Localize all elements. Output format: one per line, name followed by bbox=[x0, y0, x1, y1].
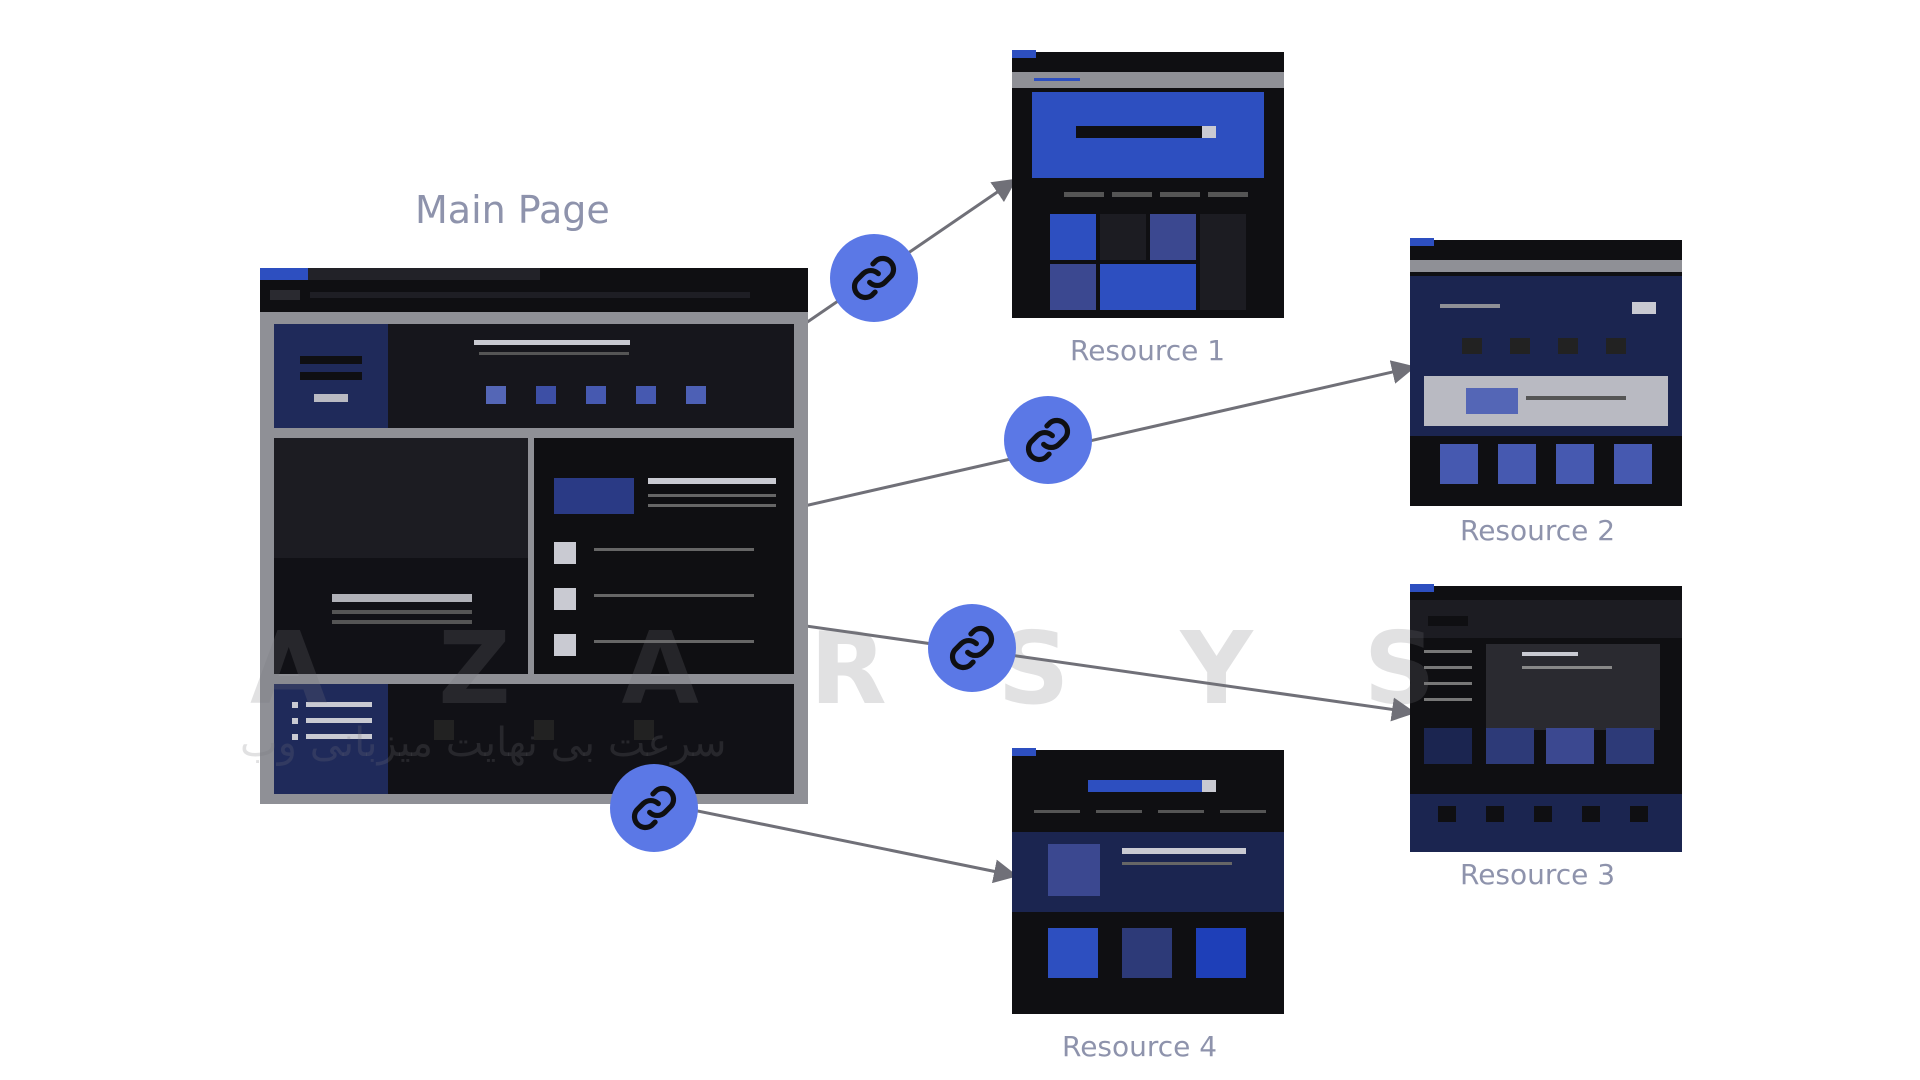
main-page-window bbox=[260, 268, 808, 804]
resource-4-window bbox=[1012, 748, 1284, 1014]
resource-1-window bbox=[1012, 50, 1284, 318]
resource-2-label: Resource 2 bbox=[1460, 514, 1616, 547]
chain-link-icon bbox=[949, 625, 995, 671]
resource-1-label: Resource 1 bbox=[1070, 334, 1226, 367]
chain-link-icon bbox=[631, 785, 677, 831]
main-footer-block bbox=[274, 684, 794, 794]
resource-3-window bbox=[1410, 584, 1682, 852]
resource-4-label: Resource 4 bbox=[1062, 1030, 1218, 1063]
resource-3-label: Resource 3 bbox=[1460, 858, 1616, 891]
watermark-latin: A Z A R S Y S bbox=[250, 610, 1474, 727]
link-badge-resource-2 bbox=[1004, 396, 1092, 484]
watermark-persian: سرعت بی نهایت میزبانی وب bbox=[240, 720, 727, 766]
main-content-block bbox=[534, 438, 794, 674]
main-page-label: Main Page bbox=[415, 188, 610, 232]
main-header-block bbox=[274, 324, 794, 428]
chain-link-icon bbox=[851, 255, 897, 301]
main-image-block bbox=[274, 438, 528, 674]
link-badge-resource-4 bbox=[610, 764, 698, 852]
chain-link-icon bbox=[1025, 417, 1071, 463]
link-badge-resource-1 bbox=[830, 234, 918, 322]
resource-2-window bbox=[1410, 238, 1682, 506]
link-badge-resource-3 bbox=[928, 604, 1016, 692]
